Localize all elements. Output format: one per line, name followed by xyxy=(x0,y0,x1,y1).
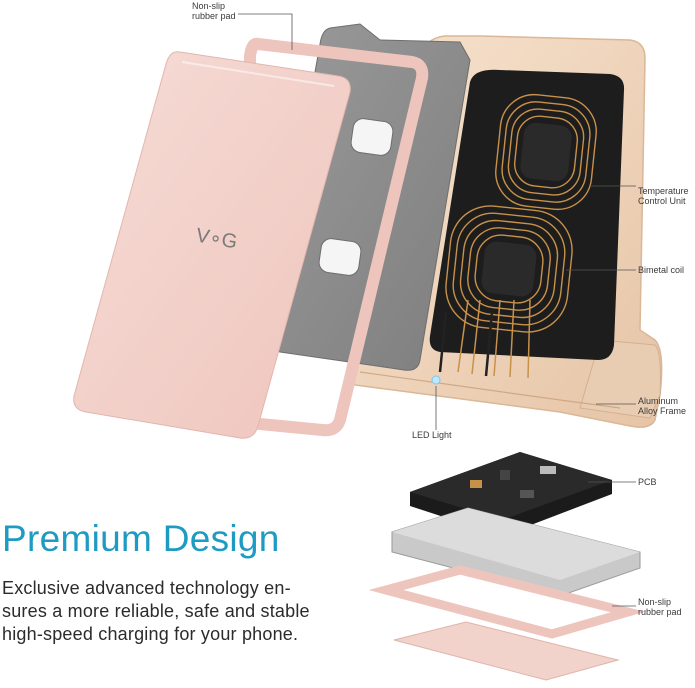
callout-bimetal: Bimetal coil xyxy=(638,265,685,275)
front-cover-plate xyxy=(73,51,351,439)
bottom-base-plate xyxy=(393,621,620,681)
coil-board xyxy=(429,69,625,379)
rubber-pad-frame xyxy=(241,37,429,437)
callout-aluminum: Aluminum Alloy Frame xyxy=(638,396,687,416)
callout-led: LED Light xyxy=(412,430,452,440)
callout-temperature: Temperature Control Unit xyxy=(638,186,689,206)
bottom-rubber-ring xyxy=(368,565,646,639)
description-line-3: high-speed charging for your phone. xyxy=(2,624,299,644)
callout-pcb: PCB xyxy=(638,477,657,487)
description-line-2: sures a more reliable, safe and stable xyxy=(2,601,310,621)
callout-nonslip-top: Non-slip rubber pad xyxy=(192,1,236,21)
headline: Premium Design xyxy=(2,518,280,559)
led-indicator xyxy=(431,375,441,385)
callout-lines xyxy=(238,13,636,607)
description-line-1: Exclusive advanced technology en- xyxy=(2,578,291,598)
callout-nonslip-bottom: Non-slip rubber pad xyxy=(638,597,682,617)
bottom-tray xyxy=(391,507,641,597)
